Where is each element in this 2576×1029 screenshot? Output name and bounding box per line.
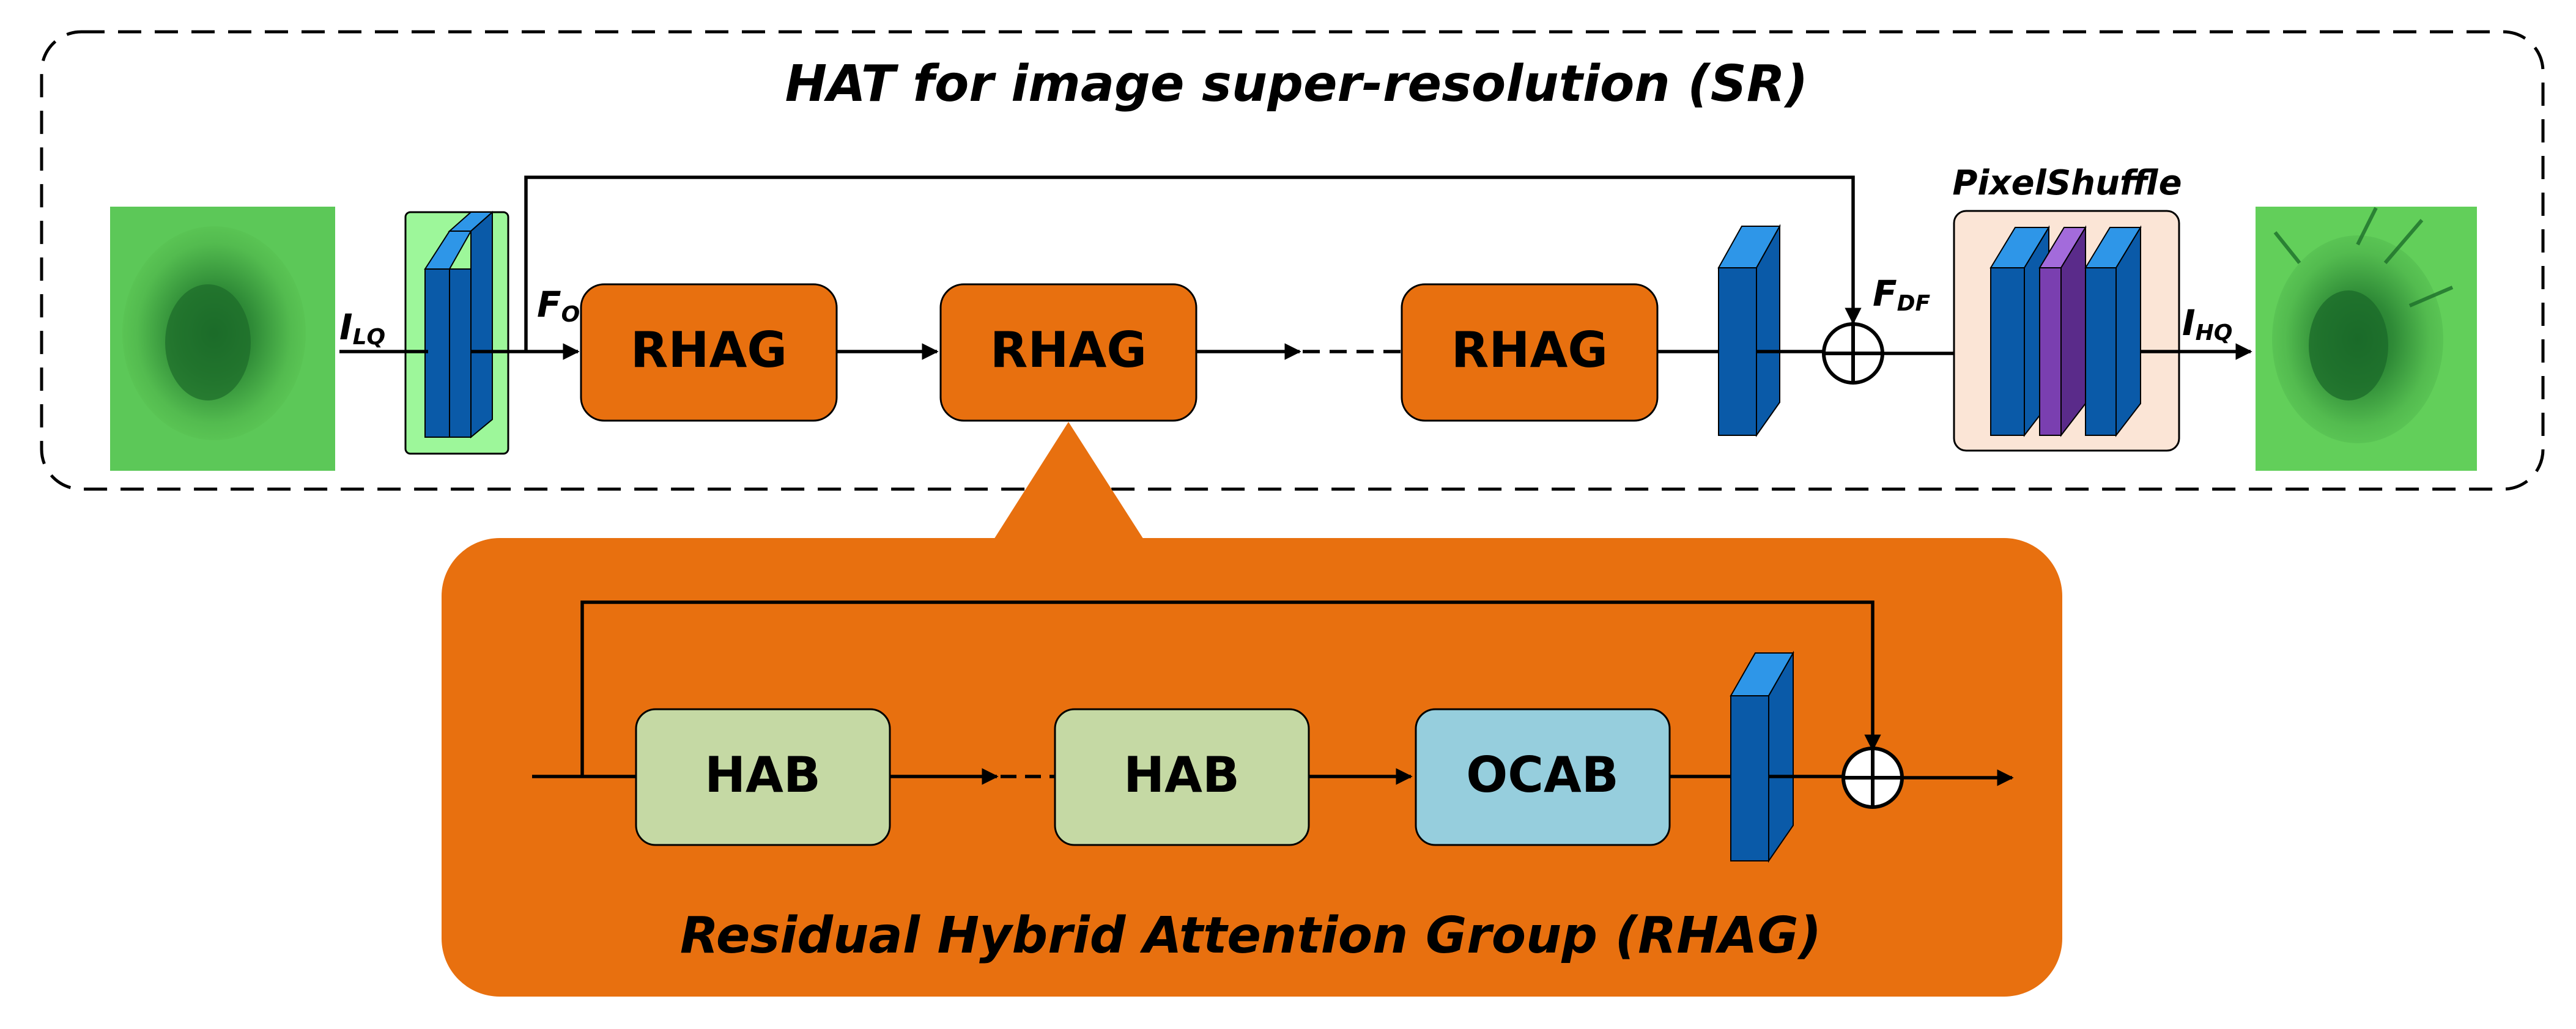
hat-outer-frame [40, 30, 2545, 491]
input-conv-layer [424, 210, 494, 439]
rhag-block-3-label: RHAG [1451, 322, 1608, 378]
rhag-block-2-label: RHAG [990, 322, 1147, 378]
hab-block-1-label: HAB [705, 747, 821, 803]
rhag-conv-layer [1730, 651, 1794, 863]
f0-label: FO [537, 284, 580, 327]
input-lq-label: ILQ [339, 306, 385, 350]
post-rhag-conv-layer [1717, 224, 1781, 438]
pixelshuffle-layers [1989, 225, 2142, 437]
rhag-residual-add-symbol [1841, 747, 1904, 809]
rhag-title: Residual Hybrid Attention Group (RHAG) [680, 907, 1821, 965]
rhag-block-1-label: RHAG [631, 322, 787, 378]
residual-add-symbol [1822, 322, 1884, 385]
rhag-detail-callout [991, 422, 1147, 544]
fdf-label: FDF [1873, 273, 1931, 316]
output-hq-label: IHQ [2182, 302, 2232, 345]
hab-block-2-label: HAB [1123, 747, 1240, 803]
ocab-block-label: OCAB [1466, 747, 1619, 803]
input-lq-image [110, 207, 335, 471]
output-hq-image [2256, 207, 2477, 471]
hat-title: HAT for image super-resolution (SR) [785, 55, 1808, 113]
pixelshuffle-label: PixelShuffle [1952, 163, 2182, 203]
